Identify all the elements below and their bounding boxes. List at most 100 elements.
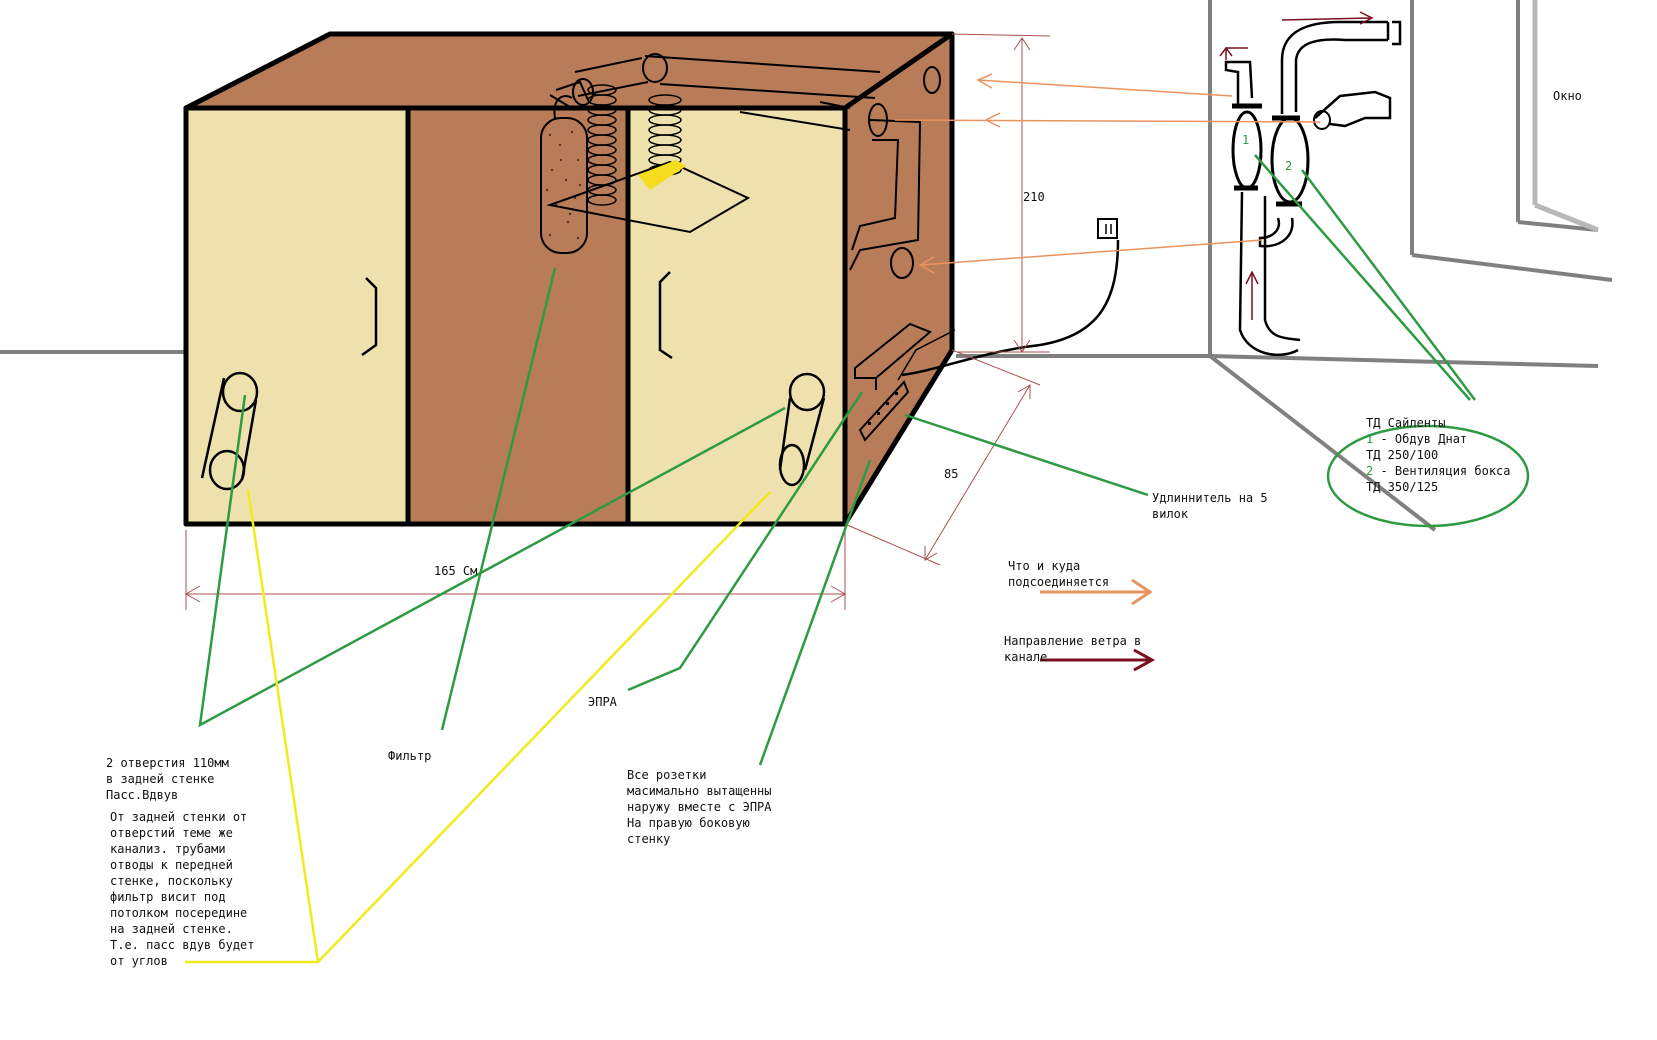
pipes-note-line: фильтр висит под xyxy=(110,890,226,904)
legend-airflow-line-1: Направление ветра в xyxy=(1004,634,1141,648)
connect-arrow-3 xyxy=(919,239,1263,266)
wall-base-right xyxy=(1209,354,1599,368)
depth-dimension-line xyxy=(924,384,1031,561)
carbon-filter xyxy=(540,95,588,254)
outlets-note-line: Все розетки xyxy=(627,768,706,782)
connect-arrow-1 xyxy=(977,79,1233,97)
intake-pipe-right-top xyxy=(788,372,826,412)
filter-body xyxy=(540,117,588,254)
callout-filter xyxy=(440,267,557,731)
reflector-hood xyxy=(546,160,751,234)
left-door-handle xyxy=(361,277,378,357)
outlets-note-line: стенку xyxy=(627,832,670,846)
fan-2-description: 2 - Вентиляция бокса xyxy=(1366,464,1511,478)
dimension-lines xyxy=(184,33,1051,610)
fan-1-model: ТД 250/100 xyxy=(1366,448,1438,462)
fan-1-body xyxy=(1231,110,1263,190)
fans-callout-ellipse xyxy=(1326,424,1530,528)
intake-pipe-left-side-a xyxy=(200,377,226,479)
pipes-note-line: от углов xyxy=(110,954,168,968)
airflow-arrows xyxy=(1040,11,1374,672)
callout-pipes-right xyxy=(317,491,771,963)
pipes-note-line: стенке, поскольку xyxy=(110,874,233,888)
fan-1-description: 1 - Обдув Днат xyxy=(1366,432,1467,446)
pipes-note-line: От задней стенки от xyxy=(110,810,247,824)
fans-title: ТД Сайленты xyxy=(1366,416,1445,430)
legend-connect-line-2: подсоединяется xyxy=(1008,575,1109,589)
fan-1-intake-duct xyxy=(1238,191,1301,357)
left-door xyxy=(183,105,411,527)
extension-cord-line-1: Удлиннитель на 5 xyxy=(1152,491,1268,505)
intake-pipes xyxy=(200,371,826,491)
fan-1-text: - Обдув Днат xyxy=(1373,432,1467,446)
callout-outlets xyxy=(758,459,872,766)
pipes-note-line: на задней стенке. xyxy=(110,922,233,936)
door-handles xyxy=(361,271,673,360)
window-label: Окно xyxy=(1553,89,1582,103)
fan-duct-joint xyxy=(549,80,589,111)
connect-arrow-2 xyxy=(894,119,1321,123)
power-strip xyxy=(858,380,910,442)
fan-1-marker: 1 xyxy=(1242,133,1249,147)
fan-2-model: ТД 350/125 xyxy=(1366,480,1438,494)
ballast-cable xyxy=(897,329,956,381)
fan-2-intake-duct xyxy=(1314,90,1392,128)
duct-run-top xyxy=(574,55,881,99)
callout-fan-1 xyxy=(1254,154,1471,401)
green-callouts xyxy=(198,154,1530,766)
legend-connect-line-1: Что и куда xyxy=(1008,559,1080,573)
outlets-note-line: масимально вытащенны xyxy=(627,784,772,798)
pipes-note-line: Т.е. пасс вдув будет xyxy=(110,938,255,952)
box-right-face xyxy=(842,31,955,527)
depth-arrow-top xyxy=(1017,384,1031,399)
fan-1-outlet-duct xyxy=(1224,60,1254,108)
room-walls xyxy=(0,0,1613,532)
outlets-note-line: На правую боковую xyxy=(627,816,750,830)
depth-label: 85 xyxy=(944,467,958,481)
intake-pipe-right-side-b xyxy=(803,397,826,471)
window-sill xyxy=(1411,253,1613,282)
pipes-note-line: потолком посередине xyxy=(110,906,247,920)
duct-opening-top-right xyxy=(923,66,941,94)
callout-holes xyxy=(198,394,786,728)
pipes-note-line: отверстий теме же xyxy=(110,826,233,840)
internal-ducts xyxy=(549,53,941,279)
outlets-note-line: наружу вместе с ЭПРА xyxy=(627,800,772,814)
yellow-callouts xyxy=(185,489,771,964)
depth-arrow-bottom xyxy=(924,546,938,561)
fan-2-text: - Вентиляция бокса xyxy=(1373,464,1510,478)
duct-opening-right-lower xyxy=(890,247,914,279)
right-door-handle xyxy=(658,271,673,360)
window-glass-bottom xyxy=(1534,202,1599,233)
legend-airflow-line-2: канале xyxy=(1004,650,1047,664)
intake-pipe-left-top xyxy=(221,371,259,413)
floor-wall-diagonal xyxy=(1208,354,1437,532)
power-cable xyxy=(901,239,1120,377)
pipes-note-line: канализ. трубами xyxy=(110,842,226,856)
filter-hanger xyxy=(553,95,573,119)
window-inner-sill xyxy=(1517,220,1599,232)
filter-label: Фильтр xyxy=(388,749,431,763)
height-label: 210 xyxy=(1023,190,1045,204)
extension-cord-line-2: вилок xyxy=(1152,507,1189,521)
intake-pipe-left-side-b xyxy=(240,399,258,481)
airflow-arrow-fan1-out xyxy=(1225,47,1248,60)
lamp-reflector xyxy=(546,160,751,234)
pipes-note: От задней стенки от отверстий теме же ка… xyxy=(110,810,255,968)
intake-pipe-right-side-a xyxy=(778,397,792,471)
callout-ballast xyxy=(627,391,864,692)
width-label: 165 См xyxy=(434,564,477,578)
right-wall-equipment xyxy=(854,218,1120,442)
ballast-box xyxy=(854,322,932,379)
height-arrow-top xyxy=(1013,37,1031,51)
duct-opening-top xyxy=(642,53,668,83)
holes-note-line: 2 отверстия 110мм xyxy=(106,756,229,770)
fans-legend: ТД Сайленты 1 - Обдув Днат ТД 250/100 2 … xyxy=(1366,416,1511,494)
holes-note-line: Пасс.Вдвув xyxy=(106,788,178,802)
duct-run-right xyxy=(739,101,922,271)
ballast-label: ЭПРА xyxy=(588,695,618,709)
grow-box xyxy=(183,31,955,527)
airflow-arrow-fan2-out xyxy=(1281,17,1371,21)
fan-duct-end xyxy=(572,78,594,106)
